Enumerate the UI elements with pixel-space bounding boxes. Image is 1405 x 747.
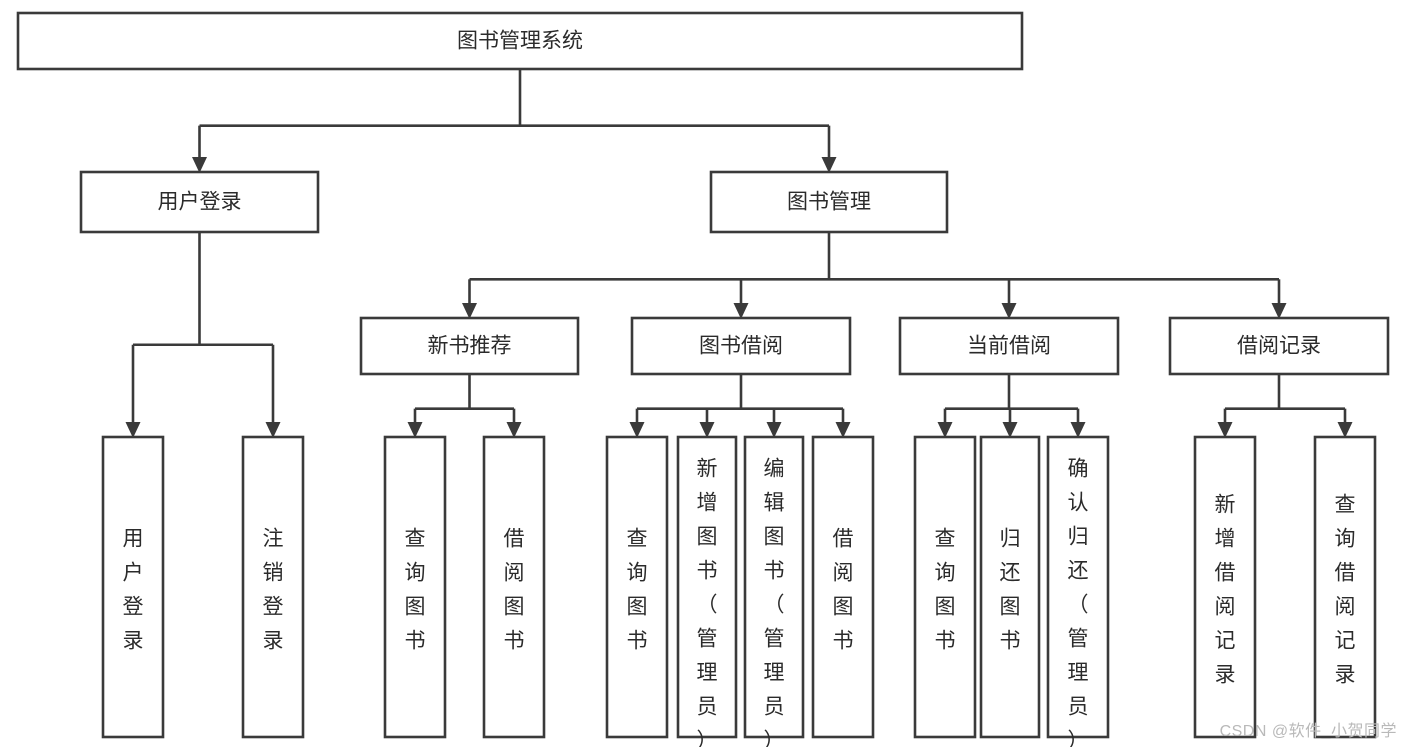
node-label-nbr-borrow-book: 借阅图书 <box>504 528 525 653</box>
node-user-logout-leaf[interactable]: 注销登录 <box>241 435 305 739</box>
node-br-add-record[interactable]: 新增借阅记录 <box>1193 435 1257 739</box>
node-box-br-query-record <box>1313 435 1377 739</box>
node-box-bb-add-book <box>676 435 738 739</box>
arrow-head-bb-add-book <box>699 422 715 438</box>
node-user-login-leaf[interactable]: 用户登录 <box>101 435 165 739</box>
node-bb-edit-book[interactable]: 编辑图书（管理员） <box>743 435 805 747</box>
arrow-head-user-login-leaf <box>125 422 141 438</box>
node-label-user-login: 用户登录 <box>158 191 242 214</box>
arrow-head-cb-return-book <box>1002 422 1018 438</box>
node-bb-borrow-book[interactable]: 借阅图书 <box>811 435 875 739</box>
arrow-head-nbr-query-book <box>407 422 423 438</box>
node-box-current-borrow <box>898 316 1120 376</box>
node-borrow-record[interactable]: 借阅记录 <box>1168 316 1390 376</box>
node-box-nbr-query-book <box>383 435 447 739</box>
node-bb-query-book[interactable]: 查询图书 <box>605 435 669 739</box>
node-label-bb-add-book: 新增图书（管理员） <box>697 457 718 747</box>
node-box-book-management <box>709 170 949 234</box>
node-label-br-query-record: 查询借阅记录 <box>1335 494 1356 687</box>
node-br-query-record[interactable]: 查询借阅记录 <box>1313 435 1377 739</box>
arrow-head-bb-edit-book <box>766 422 782 438</box>
arrow-head-cb-query-book <box>937 422 953 438</box>
arrow-head-current-borrow <box>1001 303 1017 319</box>
node-box-book-borrow <box>630 316 852 376</box>
node-label-user-login-leaf: 用户登录 <box>123 528 144 653</box>
node-box-user-logout-leaf <box>241 435 305 739</box>
node-box-bb-borrow-book <box>811 435 875 739</box>
node-label-bb-edit-book: 编辑图书（管理员） <box>764 457 785 747</box>
node-layer: 图书管理系统用户登录图书管理新书推荐图书借阅当前借阅借阅记录用户登录注销登录查询… <box>16 11 1390 747</box>
node-cb-return-book[interactable]: 归还图书 <box>979 435 1041 739</box>
arrow-head-br-query-record <box>1337 422 1353 438</box>
arrow-head-nbr-borrow-book <box>506 422 522 438</box>
arrow-head-book-borrow <box>733 303 749 319</box>
node-label-br-add-record: 新增借阅记录 <box>1215 494 1236 687</box>
node-label-book-borrow: 图书借阅 <box>699 335 783 358</box>
node-current-borrow[interactable]: 当前借阅 <box>898 316 1120 376</box>
node-box-borrow-record <box>1168 316 1390 376</box>
node-cb-confirm-return[interactable]: 确认归还（管理员） <box>1046 435 1110 747</box>
node-label-current-borrow: 当前借阅 <box>967 335 1051 358</box>
node-label-cb-return-book: 归还图书 <box>1000 528 1021 653</box>
arrow-head-cb-confirm-return <box>1070 422 1086 438</box>
node-box-bb-edit-book <box>743 435 805 739</box>
node-nbr-borrow-book[interactable]: 借阅图书 <box>482 435 546 739</box>
node-box-user-login-leaf <box>101 435 165 739</box>
node-box-cb-confirm-return <box>1046 435 1110 739</box>
node-box-nbr-borrow-book <box>482 435 546 739</box>
connector-group-borrow-record <box>1217 374 1353 438</box>
node-label-bb-query-book: 查询图书 <box>627 528 648 653</box>
arrow-head-book-management <box>821 157 837 173</box>
node-box-br-add-record <box>1193 435 1257 739</box>
arrow-head-new-book-recommend <box>462 303 477 319</box>
node-label-book-management: 图书管理 <box>787 191 871 214</box>
node-bb-add-book[interactable]: 新增图书（管理员） <box>676 435 738 747</box>
connector-layer <box>125 69 1353 438</box>
arrow-head-user-login <box>192 157 207 173</box>
node-box-user-login <box>79 170 320 234</box>
connector-group-book-borrow <box>629 374 851 438</box>
node-box-cb-query-book <box>913 435 977 739</box>
node-user-login[interactable]: 用户登录 <box>79 170 320 234</box>
node-label-cb-confirm-return: 确认归还（管理员） <box>1068 457 1089 747</box>
node-root[interactable]: 图书管理系统 <box>16 11 1024 71</box>
node-cb-query-book[interactable]: 查询图书 <box>913 435 977 739</box>
connector-group-book-management <box>462 232 1287 319</box>
node-book-management[interactable]: 图书管理 <box>709 170 949 234</box>
node-box-new-book-recommend <box>359 316 580 376</box>
arrow-head-br-add-record <box>1217 422 1233 438</box>
node-book-borrow[interactable]: 图书借阅 <box>630 316 852 376</box>
arrow-head-bb-borrow-book <box>835 422 851 438</box>
node-label-new-book-recommend: 新书推荐 <box>428 335 512 358</box>
node-new-book-recommend[interactable]: 新书推荐 <box>359 316 580 376</box>
node-label-cb-query-book: 查询图书 <box>935 528 956 653</box>
arrow-head-bb-query-book <box>629 422 645 438</box>
node-box-root <box>16 11 1024 71</box>
node-label-bb-borrow-book: 借阅图书 <box>833 528 854 653</box>
node-label-borrow-record: 借阅记录 <box>1237 335 1321 358</box>
node-label-nbr-query-book: 查询图书 <box>405 528 426 653</box>
arrow-head-user-logout-leaf <box>265 422 281 438</box>
connector-group-current-borrow <box>937 374 1086 438</box>
node-box-cb-return-book <box>979 435 1041 739</box>
arrow-head-borrow-record <box>1271 303 1287 319</box>
node-label-user-logout-leaf: 注销登录 <box>263 528 284 653</box>
node-label-root: 图书管理系统 <box>457 30 583 53</box>
connector-group-user-login <box>125 232 281 438</box>
connector-group-new-book-recommend <box>407 374 522 438</box>
node-box-bb-query-book <box>605 435 669 739</box>
node-nbr-query-book[interactable]: 查询图书 <box>383 435 447 739</box>
connector-group-root <box>192 69 837 173</box>
